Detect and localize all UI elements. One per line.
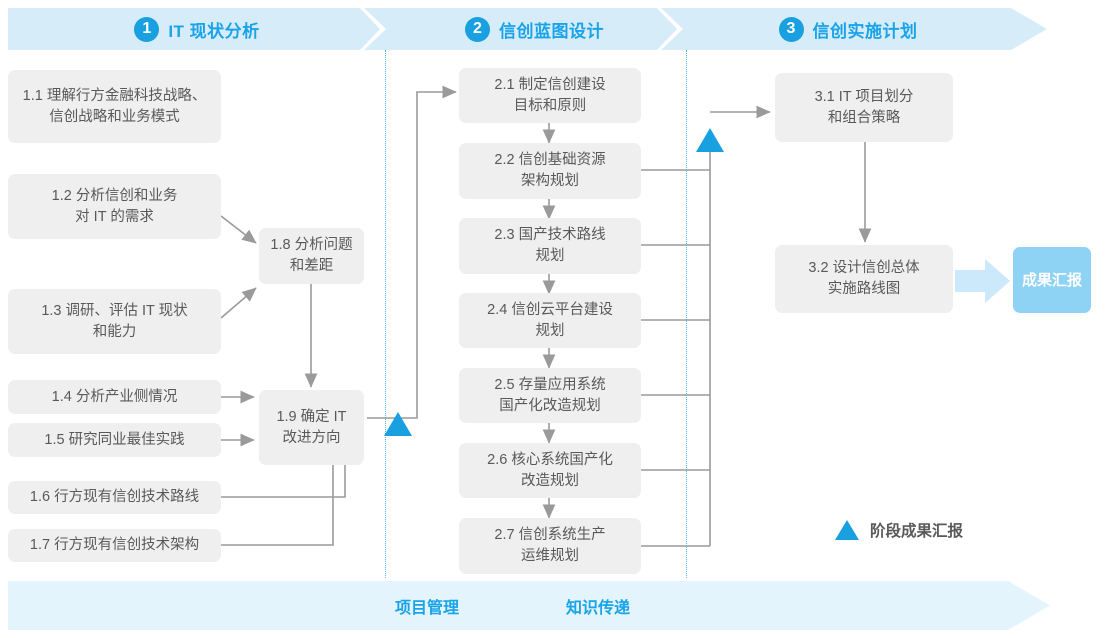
- task-box-1-1[interactable]: 1.1 理解行方金融科技战略、信创战略和业务模式: [8, 70, 221, 143]
- task-box-1-1-line2: 信创战略和业务模式: [49, 108, 180, 125]
- milestone-triangle-phase1: [384, 412, 412, 436]
- task-box-1-1-line1: 1.1 理解行方金融科技战略、: [22, 87, 207, 104]
- task-box-2-7-line2: 运维规划: [521, 548, 579, 564]
- result-report-line1: 成果: [1021, 271, 1052, 289]
- task-box-2-3-line2: 规划: [535, 248, 565, 264]
- task-box-2-5-line2: 国产化改造规划: [499, 397, 601, 414]
- task-box-2-2[interactable]: 2.2 信创基础资源架构规划: [459, 143, 641, 199]
- task-box-1-9-line2: 改进方向: [282, 429, 341, 446]
- task-box-2-3-line1: 2.3 国产技术路线: [494, 227, 606, 243]
- task-box-2-6[interactable]: 2.6 核心系统国产化改造规划: [459, 443, 641, 498]
- task-box-1-4-line1: 1.4 分析产业侧情况: [51, 388, 178, 405]
- task-box-1-9[interactable]: 1.9 确定 IT 改进方向: [259, 390, 364, 465]
- phase-band-3: [683, 8, 1047, 50]
- task-box-1-6-line1: 1.6 行方现有信创技术路线: [29, 489, 200, 505]
- task-box-1-8-line1: 1.8 分析问题: [270, 237, 353, 253]
- task-box-1-9-line1: 1.9 确定 IT: [276, 408, 347, 425]
- task-box-1-3-line2: 和能力: [92, 323, 137, 340]
- phase-divider-line-1: [385, 50, 386, 578]
- task-box-2-4-line2: 规划: [535, 322, 565, 339]
- task-box-3-2[interactable]: 3.2 设计信创总体实施路线图: [775, 245, 953, 313]
- task-box-2-1-line1: 2.1 制定信创建设: [494, 76, 606, 93]
- result-arrow: [955, 259, 1010, 303]
- task-box-3-1-line2: 和组合策略: [827, 109, 901, 126]
- milestone-triangle-phase2: [696, 128, 724, 152]
- task-box-1-5[interactable]: 1.5 研究同业最佳实践: [8, 423, 221, 457]
- task-box-2-4-line1: 2.4 信创云平台建设: [487, 301, 613, 318]
- task-box-1-7[interactable]: 1.7 行方现有信创技术架构: [8, 529, 221, 562]
- task-box-2-7-line1: 2.7 信创系统生产: [494, 527, 606, 543]
- task-box-2-6-line1: 2.6 核心系统国产化: [487, 451, 613, 468]
- task-box-1-8-line2: 和差距: [289, 258, 334, 274]
- result-report-box[interactable]: 成果汇报: [1013, 247, 1091, 313]
- task-box-3-1[interactable]: 3.1 IT 项目划分和组合策略: [775, 73, 953, 142]
- task-box-1-2-line2: 对 IT 的需求: [75, 208, 154, 225]
- task-box-2-7[interactable]: 2.7 信创系统生产运维规划: [459, 518, 641, 574]
- task-box-2-2-line2: 架构规划: [521, 173, 579, 189]
- task-box-3-1-line1: 3.1 IT 项目划分: [814, 88, 914, 105]
- task-box-1-6[interactable]: 1.6 行方现有信创技术路线: [8, 481, 221, 514]
- task-box-3-2-line1: 3.2 设计信创总体: [808, 260, 920, 276]
- task-box-2-5[interactable]: 2.5 存量应用系统国产化改造规划: [459, 368, 641, 423]
- task-box-2-4[interactable]: 2.4 信创云平台建设规划: [459, 293, 641, 348]
- legend: 阶段成果汇报: [835, 519, 963, 541]
- task-box-2-6-line2: 改造规划: [521, 472, 579, 489]
- task-box-2-1-line2: 目标和原则: [513, 97, 587, 114]
- task-box-1-2-line1: 1.2 分析信创和业务: [51, 187, 178, 204]
- task-box-2-2-line1: 2.2 信创基础资源: [494, 152, 606, 168]
- task-box-3-2-line2: 实施路线图: [827, 281, 901, 297]
- task-box-2-1[interactable]: 2.1 制定信创建设目标和原则: [459, 68, 641, 123]
- task-box-1-2[interactable]: 1.2 分析信创和业务对 IT 的需求: [8, 174, 221, 239]
- legend-label: 阶段成果汇报: [870, 523, 964, 540]
- footer-label-knowledge-transfer: 知识传递: [566, 599, 631, 617]
- task-box-1-3[interactable]: 1.3 调研、评估 IT 现状和能力: [8, 289, 221, 354]
- footer-band: [8, 581, 1050, 630]
- phase-band-2: [386, 8, 683, 50]
- milestone-triangle-icon: [835, 520, 859, 540]
- task-box-1-5-line1: 1.5 研究同业最佳实践: [44, 431, 185, 448]
- phase-band-1: [8, 8, 386, 50]
- task-box-2-3[interactable]: 2.3 国产技术路线规划: [459, 218, 641, 274]
- task-box-2-5-line1: 2.5 存量应用系统: [494, 376, 606, 393]
- task-box-1-4[interactable]: 1.4 分析产业侧情况: [8, 380, 221, 414]
- task-box-1-3-line1: 1.3 调研、评估 IT 现状: [41, 302, 188, 319]
- footer-label-project-management: 项目管理: [395, 599, 460, 617]
- result-report-line2: 汇报: [1052, 271, 1083, 289]
- phase-divider-line-2: [686, 50, 687, 578]
- task-box-1-8[interactable]: 1.8 分析问题和差距: [259, 228, 364, 284]
- task-box-1-7-line1: 1.7 行方现有信创技术架构: [29, 537, 200, 553]
